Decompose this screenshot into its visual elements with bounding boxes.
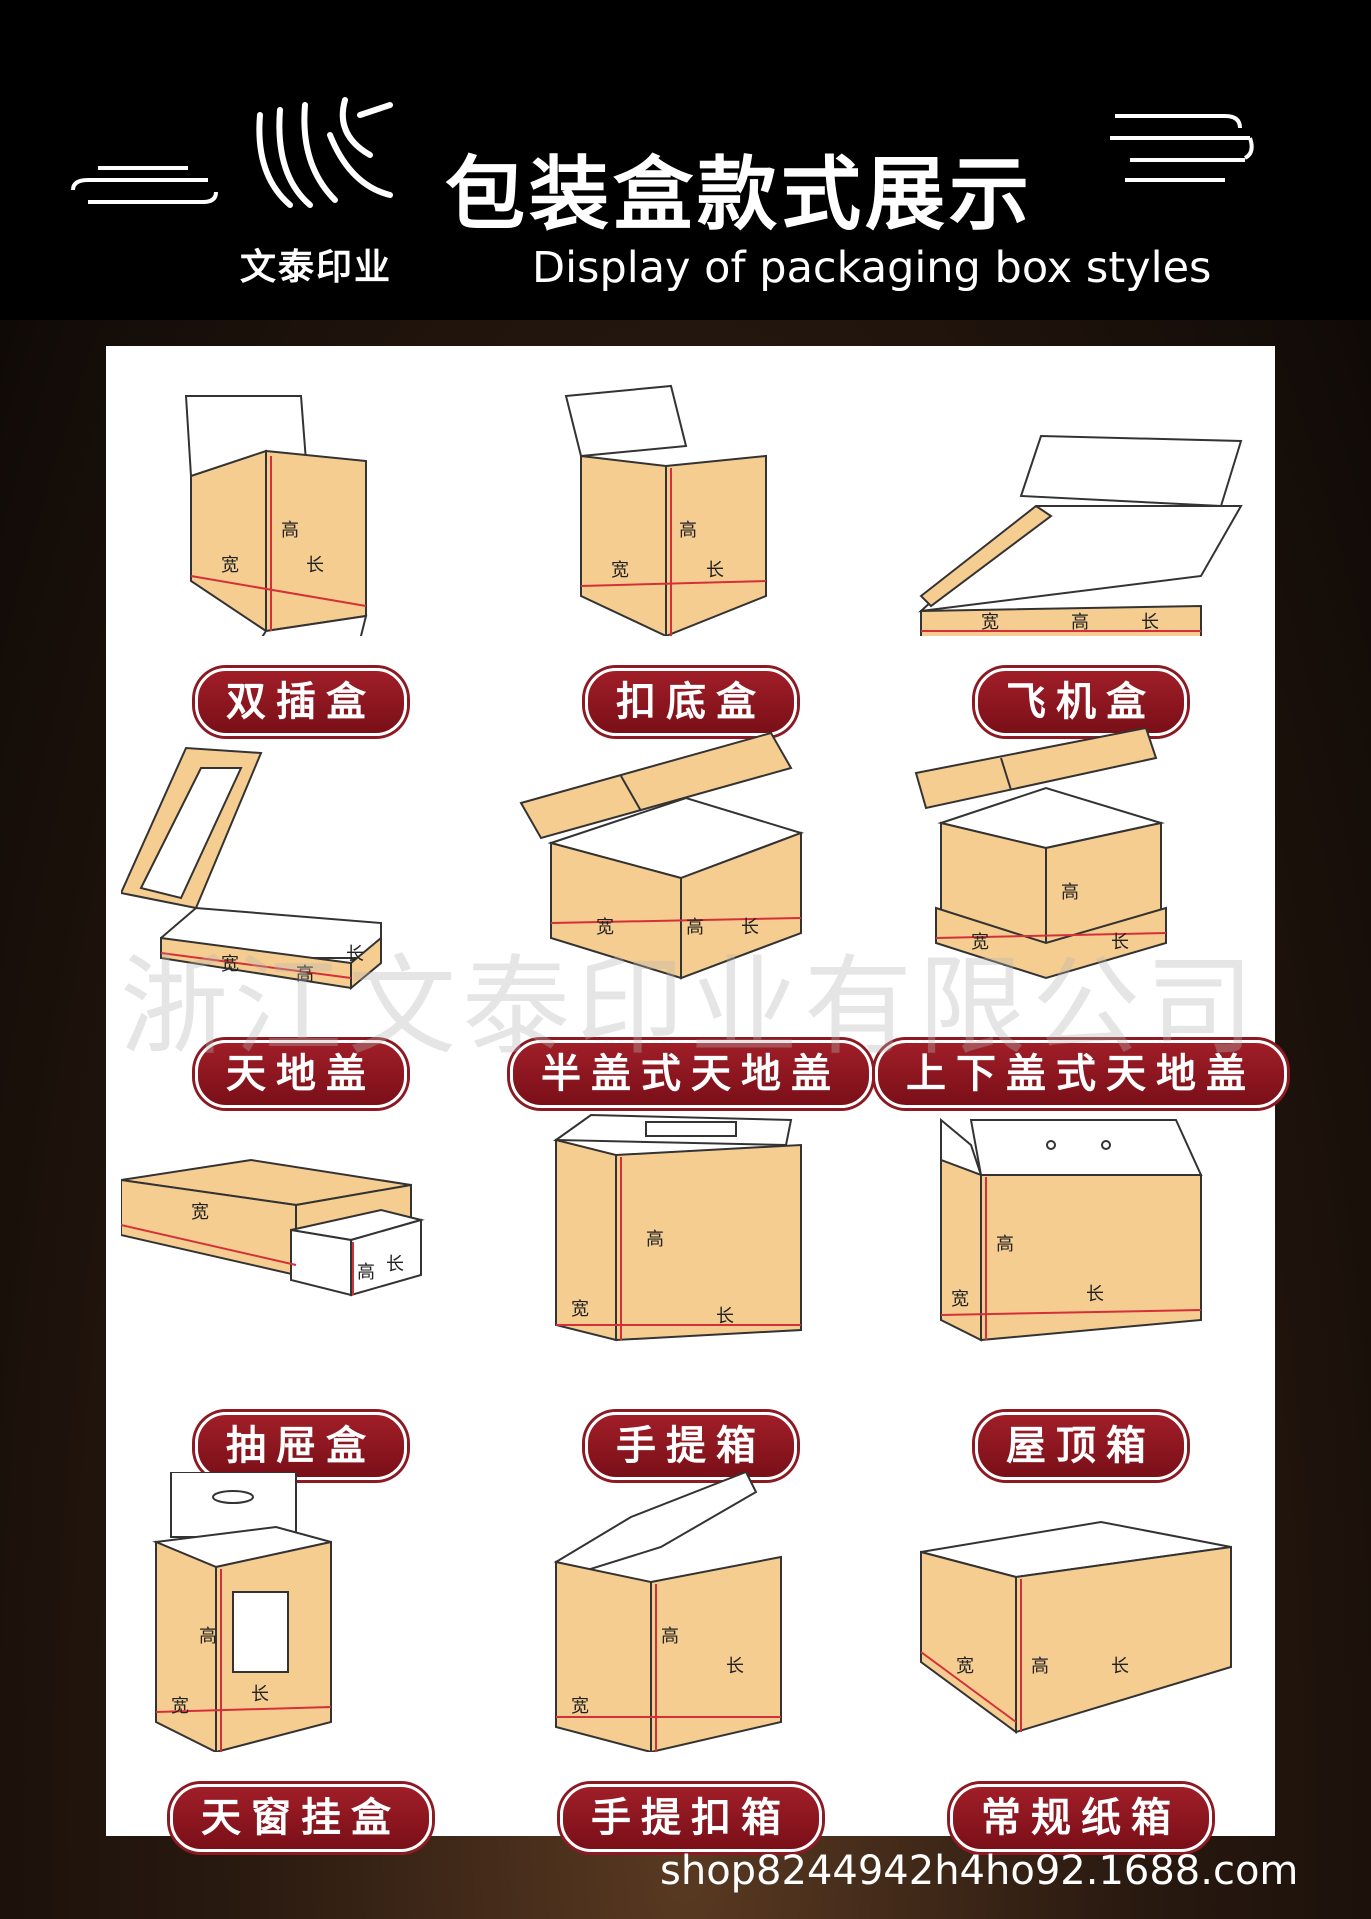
- box-card-half-lid: 宽 高 长 半盖式天地盖: [496, 718, 886, 1108]
- mailer-box-icon: 宽 高 长: [918, 434, 1243, 636]
- lid-base-box-icon: 宽 高 长: [121, 746, 382, 991]
- drawer-box-icon: 宽 高 长: [121, 1158, 425, 1297]
- dim-width: 宽: [221, 954, 239, 975]
- box-card-drawer: 宽 高 长 抽屉盒: [106, 1090, 496, 1480]
- dim-height: 高: [357, 1262, 375, 1283]
- page-title-en: Display of packaging box styles: [532, 243, 1212, 293]
- half-lid-box-icon: 宽 高 长: [519, 731, 805, 980]
- top-bottom-lid-box-icon: 高 宽 长: [914, 728, 1167, 980]
- dim-height: 高: [199, 1626, 217, 1647]
- dim-width: 宽: [221, 555, 239, 576]
- cloud-right-icon: [1110, 114, 1254, 182]
- roof-box-icon: 高 宽 长: [940, 1117, 1203, 1342]
- dim-length: 长: [706, 560, 724, 581]
- dim-length: 长: [716, 1306, 734, 1327]
- box-label: 常规纸箱: [950, 1784, 1212, 1852]
- box-label: 天窗挂盒: [170, 1784, 432, 1852]
- dim-length: 长: [346, 944, 364, 965]
- lock-bottom-box-icon: 高 宽 长: [564, 384, 767, 636]
- box-label: 手提扣箱: [560, 1784, 822, 1852]
- box-label: 屋顶箱: [975, 1412, 1187, 1480]
- handle-case-box-icon: 高 宽 长: [552, 1113, 802, 1342]
- box-label: 抽屉盒: [195, 1412, 407, 1480]
- box-card-double-tuck: 高 宽 长 双插盒: [106, 346, 496, 736]
- dim-height: 高: [996, 1234, 1014, 1255]
- dim-length: 长: [386, 1254, 404, 1275]
- box-catalog-panel: 高 宽 长 双插盒 高 宽 长 扣底盒 宽 高 长 飞机盒: [106, 346, 1287, 1852]
- dim-length: 长: [306, 555, 324, 576]
- box-label: 飞机盒: [975, 668, 1187, 736]
- box-card-lock-bottom: 高 宽 长 扣底盒: [496, 346, 886, 736]
- box-label: 上下盖式天地盖: [875, 1040, 1287, 1108]
- box-card-handle-case: 高 宽 长 手提箱: [496, 1090, 886, 1480]
- dim-length: 长: [726, 1656, 744, 1677]
- dim-width: 宽: [171, 1696, 189, 1717]
- box-card-window-hang: 高 宽 长 天窗挂盒: [106, 1462, 496, 1852]
- dim-length: 长: [1111, 932, 1129, 953]
- dim-height: 高: [686, 917, 704, 938]
- regular-carton-box-icon: 宽 高 长: [920, 1520, 1232, 1734]
- header-band: 文泰印业 包装盒款式展示 Display of packaging box st…: [0, 0, 1371, 320]
- dim-height: 高: [281, 520, 299, 541]
- dim-width: 宽: [981, 612, 999, 633]
- logo-text: 文泰印业: [240, 246, 393, 288]
- box-label: 扣底盒: [585, 668, 797, 736]
- dim-height: 高: [1071, 612, 1089, 633]
- dim-width: 宽: [956, 1656, 974, 1677]
- wentai-logo-icon: [256, 97, 393, 208]
- box-card-roof: 高 宽 长 屋顶箱: [886, 1090, 1276, 1480]
- box-label: 半盖式天地盖: [510, 1040, 872, 1108]
- dim-length: 长: [1111, 1656, 1129, 1677]
- dim-width: 宽: [971, 932, 989, 953]
- dim-height: 高: [646, 1229, 664, 1250]
- dim-length: 长: [741, 917, 759, 938]
- dim-height: 高: [1061, 882, 1079, 903]
- dim-height: 高: [1031, 1656, 1049, 1677]
- dim-width: 宽: [951, 1289, 969, 1310]
- dim-height: 高: [296, 964, 314, 985]
- cloud-left-icon: [71, 166, 218, 204]
- dim-width: 宽: [571, 1696, 589, 1717]
- page-title-cn: 包装盒款式展示: [445, 147, 1033, 241]
- box-card-mailer: 宽 高 长 飞机盒: [886, 346, 1276, 736]
- dim-width: 宽: [596, 917, 614, 938]
- dim-length: 长: [251, 1684, 269, 1705]
- dim-length: 长: [1141, 612, 1159, 633]
- dim-length: 长: [1086, 1284, 1104, 1305]
- box-card-handle-lock: 高 宽 长 手提扣箱: [496, 1462, 886, 1852]
- double-tuck-box-icon: 高 宽 长: [184, 395, 368, 636]
- box-card-regular-carton: 宽 高 长 常规纸箱: [886, 1462, 1276, 1852]
- dim-height: 高: [679, 520, 697, 541]
- box-card-lid-base: 宽 高 长 天地盖: [106, 718, 496, 1108]
- dim-width: 宽: [571, 1299, 589, 1320]
- box-label: 双插盒: [195, 668, 407, 736]
- shop-url: shop8244942h4ho92.1688.com: [660, 1848, 1299, 1894]
- dim-width: 宽: [611, 560, 629, 581]
- handle-lock-box-icon: 高 宽 长: [553, 1472, 782, 1752]
- box-label: 手提箱: [585, 1412, 797, 1480]
- box-card-top-bottom-lid: 高 宽 长 上下盖式天地盖: [875, 718, 1287, 1108]
- window-hang-box-icon: 高 宽 长: [152, 1472, 332, 1752]
- dim-width: 宽: [191, 1202, 209, 1223]
- dim-height: 高: [661, 1626, 679, 1647]
- box-label: 天地盖: [195, 1040, 407, 1108]
